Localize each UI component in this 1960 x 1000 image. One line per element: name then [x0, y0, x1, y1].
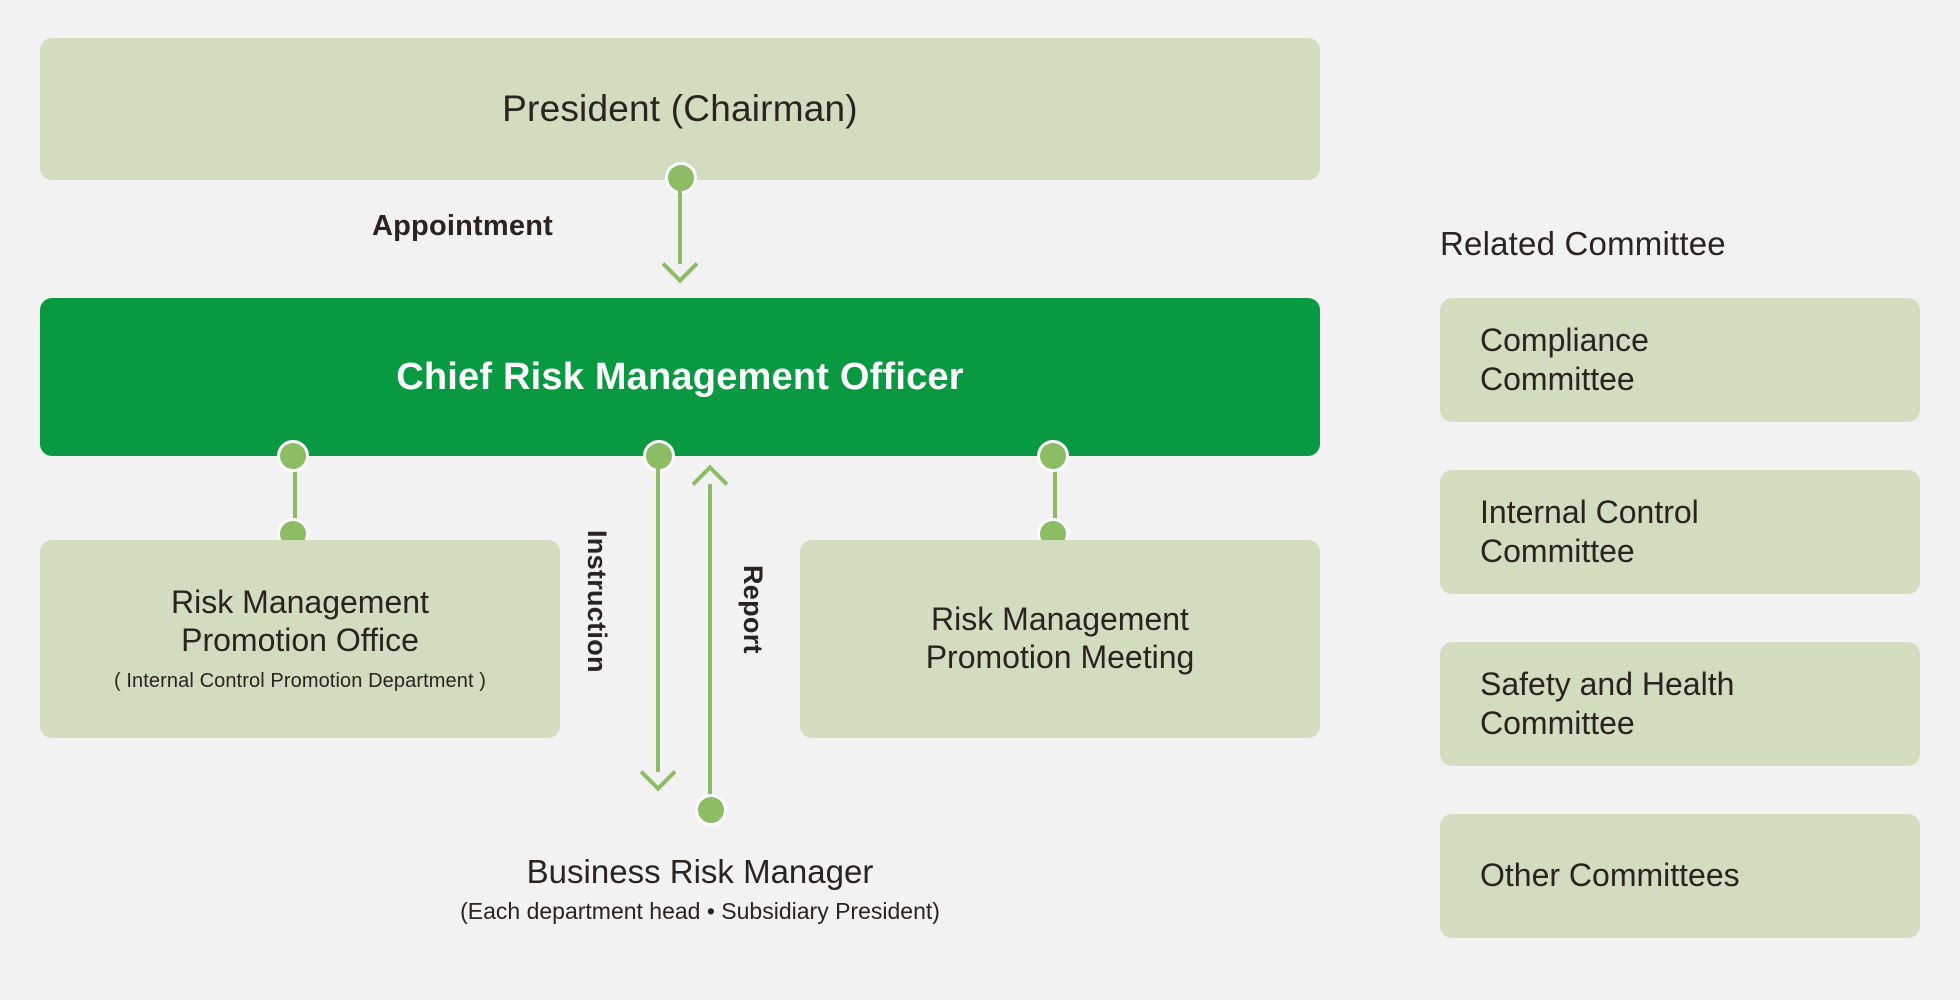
committee-item-line1: Internal Control: [1480, 493, 1699, 530]
committee-item-line2: Committee: [1480, 533, 1635, 569]
related-committee-heading: Related Committee: [1440, 225, 1726, 262]
committee-item-line2: Committee: [1480, 361, 1635, 397]
edge-instruction-arrow: [638, 440, 678, 792]
edge-cro-to-promotion-office: [277, 440, 312, 550]
edge-label-instruction: Instruction: [582, 530, 612, 673]
connector-dot-icon: [277, 440, 309, 472]
committee-item-safety-and-health: Safety and Health Committee: [1440, 642, 1920, 766]
node-promotion-meeting-line2: Promotion Meeting: [925, 639, 1195, 675]
node-risk-management-promotion-office: Risk Management Promotion Office ( Inter…: [40, 540, 560, 738]
committee-item-compliance: Compliance Committee: [1440, 298, 1920, 422]
committee-item-line1: Other Committees: [1480, 857, 1740, 894]
arrow-shaft: [656, 464, 660, 772]
node-promotion-meeting-line1: Risk Management: [931, 601, 1189, 638]
edge-appointment-arrow: [660, 162, 700, 284]
node-business-risk-manager-sublabel: (Each department head • Subsidiary Presi…: [460, 897, 940, 924]
committee-item-line2: Committee: [1480, 705, 1635, 741]
node-promotion-office-line2: Promotion Office: [181, 622, 419, 659]
node-promotion-office-line1: Risk Management: [171, 584, 429, 621]
committee-item-other-committees: Other Committees: [1440, 814, 1920, 938]
committee-item-line1: Safety and Health: [1480, 665, 1735, 702]
connector-stem: [293, 453, 297, 537]
node-president: President (Chairman): [40, 38, 1320, 180]
committee-item-internal-control: Internal Control Committee: [1440, 470, 1920, 594]
committee-item-line1: Compliance: [1480, 321, 1649, 358]
node-chief-risk-management-officer: Chief Risk Management Officer: [40, 298, 1320, 456]
edge-label-report: Report: [738, 565, 768, 654]
node-business-risk-manager-label: Business Risk Manager: [526, 853, 874, 890]
node-business-risk-manager: Business Risk Manager (Each department h…: [260, 852, 1140, 925]
node-chief-risk-management-officer-label: Chief Risk Management Officer: [396, 355, 964, 398]
connector-dot-icon: [695, 794, 727, 826]
arrow-shaft: [708, 484, 712, 802]
edge-cro-to-promotion-meeting: [1037, 440, 1072, 550]
arrow-shaft: [678, 186, 682, 264]
edge-report-arrow: [690, 464, 730, 826]
node-promotion-office-sublabel: ( Internal Control Promotion Department …: [113, 669, 487, 692]
arrow-head-down-icon: [661, 246, 699, 284]
edge-label-appointment: Appointment: [372, 210, 554, 242]
connector-stem: [1053, 453, 1057, 537]
connector-dot-icon: [1037, 440, 1069, 472]
node-risk-management-promotion-meeting: Risk Management Promotion Meeting: [800, 540, 1320, 738]
node-president-label: President (Chairman): [502, 88, 858, 130]
arrow-head-down-icon: [639, 754, 677, 792]
